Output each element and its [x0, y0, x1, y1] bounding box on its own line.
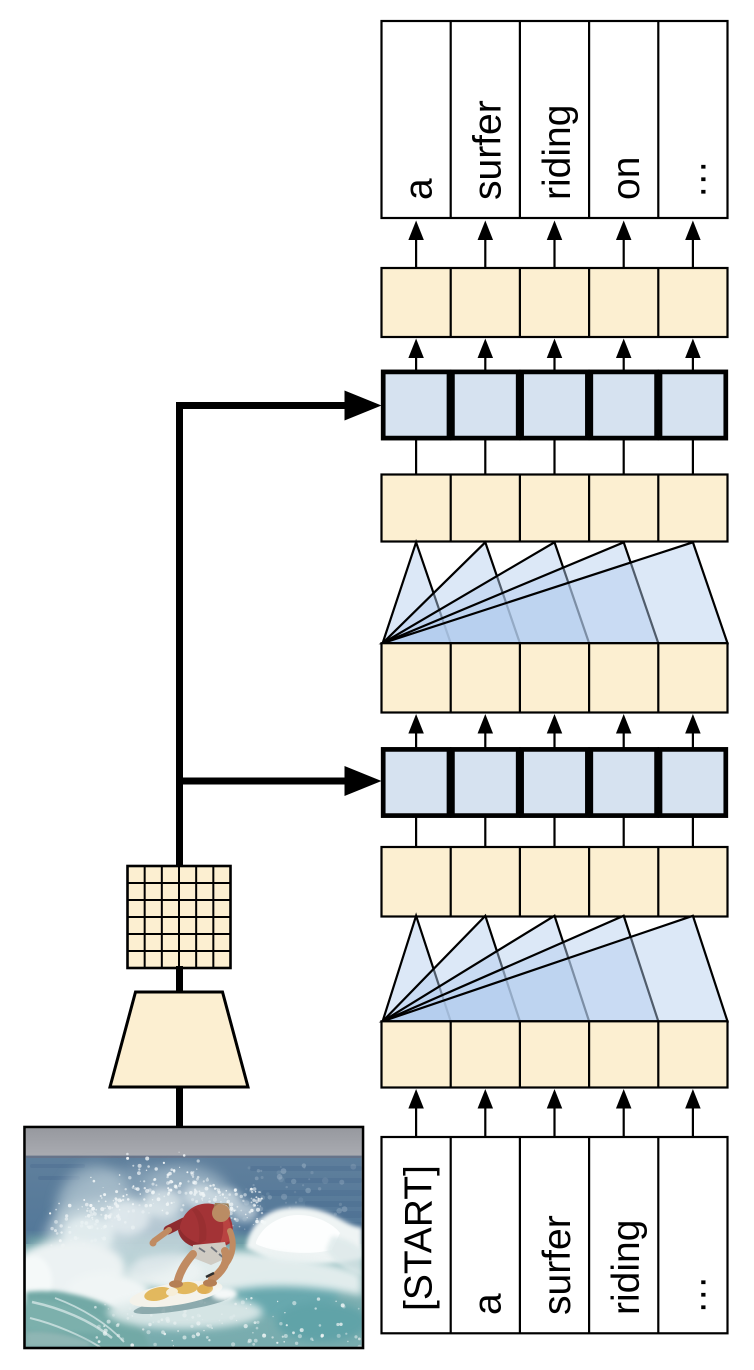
svg-text:a: a: [467, 1293, 510, 1315]
svg-text:surfer: surfer: [467, 100, 510, 200]
svg-text:…: …: [670, 160, 714, 200]
svg-text:riding: riding: [605, 1220, 648, 1315]
svg-text:surfer: surfer: [536, 1215, 579, 1315]
svg-text:riding: riding: [536, 105, 579, 200]
svg-text:…: …: [670, 1275, 714, 1315]
svg-text:a: a: [398, 178, 441, 200]
svg-text:[START]: [START]: [398, 1165, 441, 1311]
svg-text:on: on: [605, 157, 648, 200]
